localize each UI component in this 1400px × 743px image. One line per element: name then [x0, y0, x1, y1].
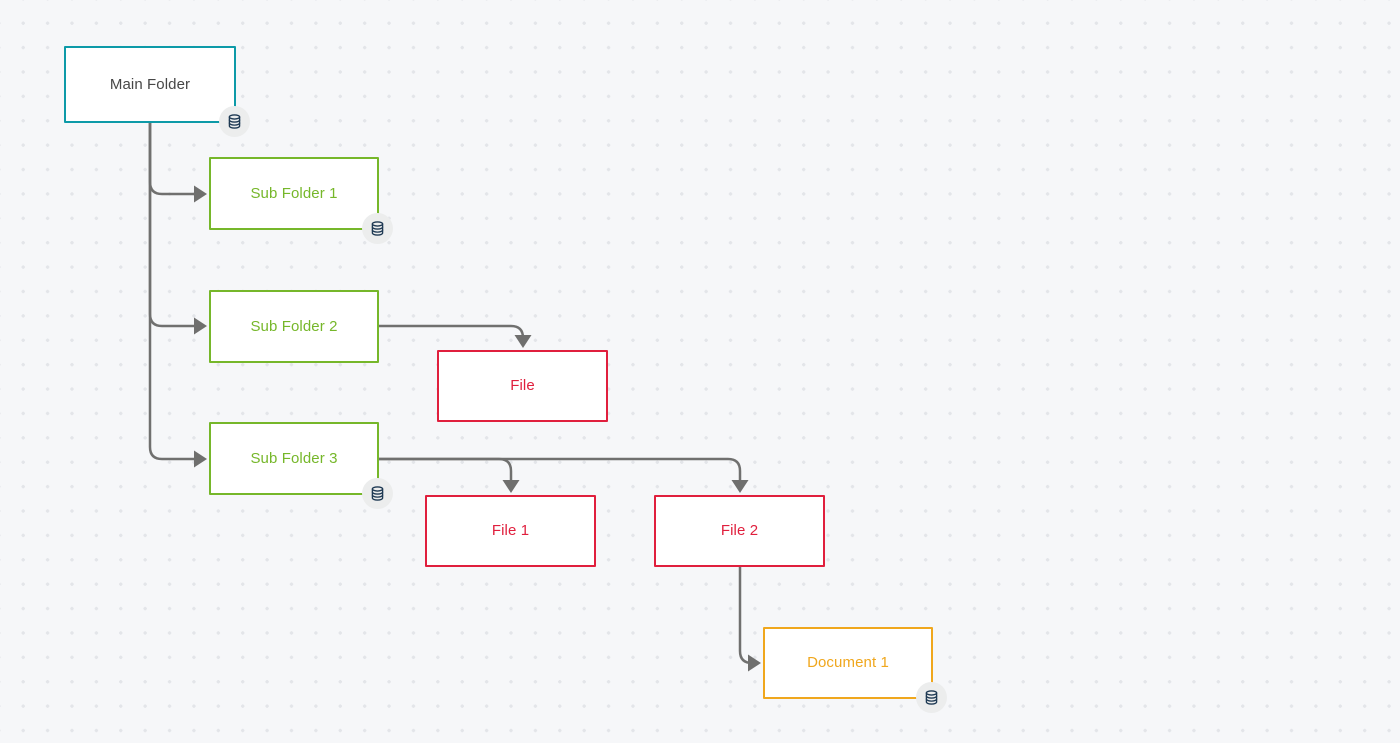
node-sub-folder-3[interactable]: Sub Folder 3	[209, 422, 393, 509]
node-label-sub-folder-2: Sub Folder 2	[250, 317, 338, 335]
arrow-sub-folder-2-icon	[194, 317, 207, 335]
node-sub-folder-2[interactable]: Sub Folder 2	[209, 290, 379, 363]
database-icon[interactable]	[362, 478, 393, 509]
arrow-file-icon	[514, 335, 532, 348]
edge-file-2-to-document-1	[738, 567, 753, 665]
arrow-document-1-icon	[748, 654, 761, 672]
node-label-document-1: Document 1	[807, 654, 889, 671]
edge-main-folder-to-sub-folder-3	[148, 123, 198, 461]
node-label-file-1: File 1	[491, 522, 530, 539]
edge-sub-folder-3-to-file-2	[379, 457, 742, 484]
arrow-file-1-icon	[502, 480, 520, 493]
edge-main-folder-to-sub-folder-1	[148, 123, 198, 196]
arrow-sub-folder-1-icon	[194, 185, 207, 203]
node-sub-folder-1[interactable]: Sub Folder 1	[209, 157, 393, 244]
arrow-sub-folder-3-icon	[194, 450, 207, 468]
node-label-sub-folder-1: Sub Folder 1	[250, 184, 338, 202]
node-label-main-folder: Main Folder	[109, 75, 191, 93]
node-document-1[interactable]: Document 1	[763, 627, 947, 713]
node-main-folder[interactable]: Main Folder	[64, 46, 250, 137]
edge-sub-folder-2-to-file	[379, 324, 525, 339]
node-label-file: File	[510, 377, 535, 394]
node-file-2[interactable]: File 2	[654, 495, 825, 567]
node-file-1[interactable]: File 1	[425, 495, 596, 567]
node-label-sub-folder-3: Sub Folder 3	[250, 449, 338, 467]
arrow-file-2-icon	[731, 480, 749, 493]
node-label-file-2: File 2	[720, 522, 759, 539]
edge-sub-folder-3-to-file-1	[379, 457, 513, 484]
database-icon[interactable]	[916, 682, 947, 713]
node-file[interactable]: File	[437, 350, 608, 422]
database-icon[interactable]	[362, 213, 393, 244]
edge-main-folder-to-sub-folder-2	[148, 123, 198, 328]
database-icon[interactable]	[219, 106, 250, 137]
